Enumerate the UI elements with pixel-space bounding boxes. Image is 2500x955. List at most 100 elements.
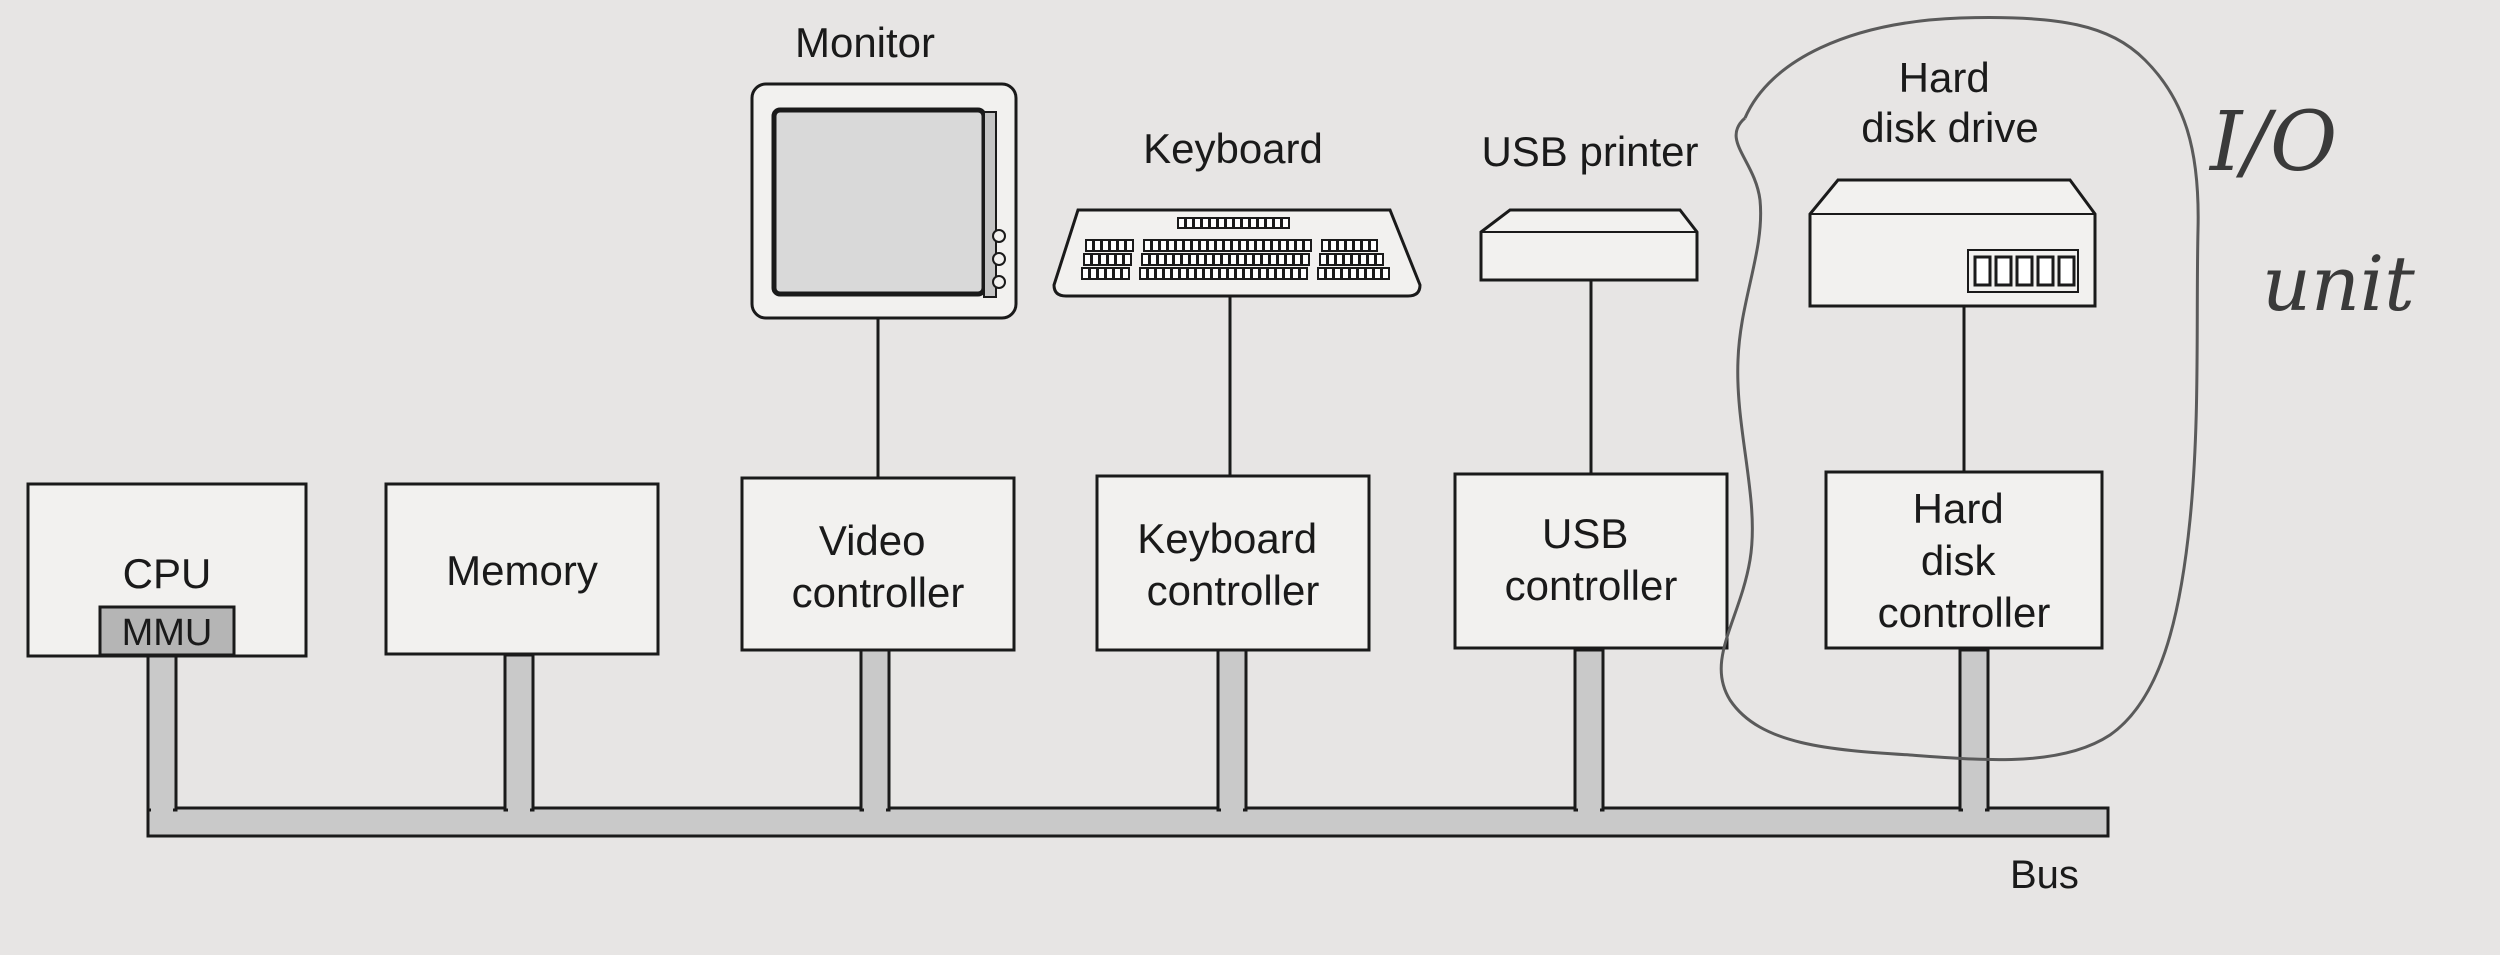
keyboard-key <box>1343 253 1352 266</box>
monitor-label: Monitor <box>795 19 935 66</box>
keyboard-key <box>1247 239 1256 252</box>
keyboard-key <box>1251 267 1260 280</box>
keyboard-key <box>1201 217 1210 229</box>
keyboard-key <box>1237 253 1246 266</box>
mmu-box: MMU <box>98 605 236 657</box>
disk-controller-label: Hard disk controller <box>1878 485 2051 636</box>
keyboard-key <box>1273 217 1282 229</box>
annotation-io: I/O <box>2208 95 2337 190</box>
keyboard-key <box>1225 217 1234 229</box>
keyboard-key <box>1335 253 1344 266</box>
keyboard-key <box>1373 267 1382 280</box>
keyboard-key <box>1223 239 1232 252</box>
keyboard-key <box>1253 253 1262 266</box>
monitor-button <box>983 111 997 298</box>
keyboard-key <box>1319 253 1328 266</box>
keyboard-key <box>1229 253 1238 266</box>
keyboard-key <box>1081 267 1090 280</box>
keyboard-key <box>1113 267 1122 280</box>
keyboard-key <box>1325 267 1334 280</box>
keyboard-key <box>1205 253 1214 266</box>
keyboard-key <box>1261 253 1270 266</box>
keyboard-key <box>1287 239 1296 252</box>
hard-disk-drive-icon: Hard disk drive <box>1808 54 2097 308</box>
keyboard-key <box>1155 267 1164 280</box>
memory-label: Memory <box>446 547 598 594</box>
bus-label: Bus <box>2010 853 2079 897</box>
keyboard-key <box>1181 253 1190 266</box>
keyboard-key <box>1199 239 1208 252</box>
keyboard-key <box>1329 239 1338 252</box>
keyboard-icon: Keyboard <box>1052 125 1422 298</box>
keyboard-key <box>1125 239 1134 252</box>
keyboard-key <box>1221 253 1230 266</box>
bus-drop-memory <box>503 653 535 812</box>
keyboard-key <box>1337 239 1346 252</box>
bus-drop-disk <box>1958 648 1990 812</box>
keyboard-key <box>1263 239 1272 252</box>
video-controller-box: Video controller <box>740 476 1016 652</box>
keyboard-key <box>1367 253 1376 266</box>
keyboard-key <box>1303 239 1312 252</box>
device-cables <box>876 280 1966 478</box>
keyboard-label: Keyboard <box>1143 125 1323 172</box>
keyboard-key <box>1091 253 1100 266</box>
keyboard-key <box>1183 239 1192 252</box>
mmu-label: MMU <box>122 612 213 654</box>
keyboard-key <box>1365 267 1374 280</box>
keyboard-key <box>1099 253 1108 266</box>
keyboard-key <box>1187 267 1196 280</box>
keyboard-key <box>1341 267 1350 280</box>
keyboard-key <box>1269 253 1278 266</box>
bus-drop-usb <box>1573 648 1605 812</box>
hard-disk-drive-label: Hard disk drive <box>1861 54 2038 151</box>
cpu-label: CPU <box>123 550 212 597</box>
keyboard-keys <box>1081 217 1390 280</box>
disk-controller-box: Hard disk controller <box>1824 470 2104 650</box>
keyboard-key <box>1279 239 1288 252</box>
keyboard-key <box>1333 267 1342 280</box>
keyboard-key <box>1359 253 1368 266</box>
keyboard-key <box>1349 267 1358 280</box>
keyboard-key <box>1117 239 1126 252</box>
keyboard-key <box>1203 267 1212 280</box>
keyboard-key <box>1291 267 1300 280</box>
keyboard-key <box>1351 253 1360 266</box>
keyboard-key <box>1171 267 1180 280</box>
video-controller-label: Video controller <box>792 517 965 616</box>
keyboard-key <box>1301 253 1310 266</box>
keyboard-key <box>1207 239 1216 252</box>
keyboard-key <box>1275 267 1284 280</box>
keyboard-key <box>1239 239 1248 252</box>
keyboard-key <box>1255 239 1264 252</box>
monitor-knob <box>992 229 1006 243</box>
keyboard-key <box>1197 253 1206 266</box>
keyboard-key <box>1317 267 1326 280</box>
keyboard-key <box>1293 253 1302 266</box>
keyboard-key <box>1267 267 1276 280</box>
bus-drop-keyboard <box>1216 648 1248 812</box>
keyboard-key <box>1321 239 1330 252</box>
keyboard-key <box>1241 217 1250 229</box>
monitor-knob <box>992 252 1006 266</box>
usb-controller-box: USB controller <box>1453 472 1729 650</box>
keyboard-key <box>1249 217 1258 229</box>
pencil-loop <box>1719 16 2200 762</box>
keyboard-key <box>1285 253 1294 266</box>
bus-drop-video <box>859 648 891 812</box>
keyboard-key <box>1345 239 1354 252</box>
keyboard-key <box>1123 253 1132 266</box>
keyboard-key <box>1147 267 1156 280</box>
keyboard-key <box>1105 267 1114 280</box>
keyboard-key <box>1121 267 1130 280</box>
keyboard-key <box>1085 239 1094 252</box>
usb-controller-label: USB controller <box>1505 510 1678 609</box>
keyboard-key <box>1177 217 1186 229</box>
keyboard-key <box>1163 267 1172 280</box>
keyboard-key <box>1115 253 1124 266</box>
keyboard-controller-label: Keyboard controller <box>1137 515 1328 614</box>
disk-drive-indicators <box>1967 249 2079 293</box>
keyboard-key <box>1195 267 1204 280</box>
keyboard-key <box>1167 239 1176 252</box>
keyboard-key <box>1271 239 1280 252</box>
